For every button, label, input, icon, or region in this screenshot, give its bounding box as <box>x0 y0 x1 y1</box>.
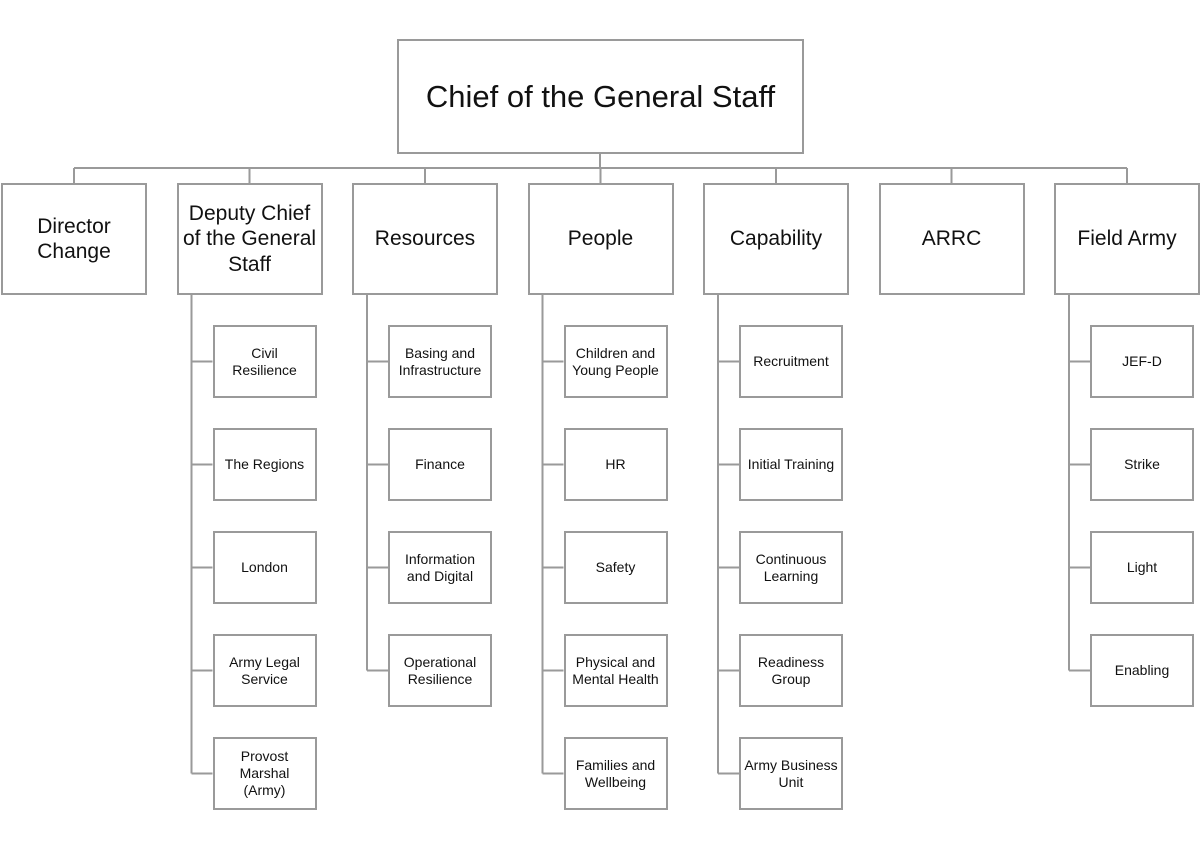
leaf-box: Army Legal Service <box>212 634 317 707</box>
branch-box: Capability <box>703 183 849 295</box>
leaf-box: Civil Resilience <box>212 325 317 398</box>
leaf-box: Strike <box>1090 428 1194 501</box>
leaf-box: Enabling <box>1090 634 1194 707</box>
leaf-box: Physical and Mental Health <box>563 634 668 707</box>
leaf-box: Continuous Learning <box>739 531 843 604</box>
leaf-box: Army Business Unit <box>739 737 843 810</box>
root-box: Chief of the General Staff <box>397 39 804 154</box>
branch-box: Resources <box>352 183 498 295</box>
leaf-box: Operational Resilience <box>388 634 492 707</box>
leaf-box: Basing and Infrastructure <box>388 325 492 398</box>
leaf-box: The Regions <box>212 428 317 501</box>
leaf-box: Families and Wellbeing <box>563 737 668 810</box>
leaf-box: Information and Digital <box>388 531 492 604</box>
leaf-box: Initial Training <box>739 428 843 501</box>
branch-box: ARRC <box>878 183 1025 295</box>
branch-box: Director Change <box>1 183 147 295</box>
leaf-box: JEF-D <box>1090 325 1194 398</box>
leaf-box: Readiness Group <box>739 634 843 707</box>
branch-box: People <box>527 183 674 295</box>
leaf-box: HR <box>563 428 668 501</box>
leaf-box: Light <box>1090 531 1194 604</box>
leaf-box: Safety <box>563 531 668 604</box>
leaf-box: Provost Marshal (Army) <box>212 737 317 810</box>
leaf-box: Finance <box>388 428 492 501</box>
branch-box: Field Army <box>1054 183 1200 295</box>
leaf-box: Children and Young People <box>563 325 668 398</box>
leaf-box: Recruitment <box>739 325 843 398</box>
branch-box: Deputy Chief of the General Staff <box>176 183 323 295</box>
leaf-box: London <box>212 531 317 604</box>
